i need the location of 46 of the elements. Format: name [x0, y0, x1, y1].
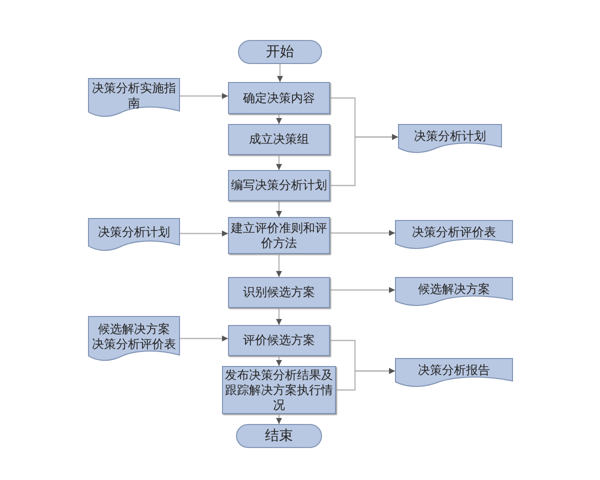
document-shape [395, 277, 513, 307]
arrow [180, 336, 228, 342]
box-label: 确定决策内容 [243, 90, 315, 106]
arrow [276, 114, 282, 124]
box-label: 决策分析评价表 [412, 225, 496, 240]
process-box [228, 277, 330, 308]
box-label: 编写决策分析计划 [231, 178, 327, 193]
arrow [330, 230, 395, 236]
box-label: 识别候选方案 [243, 285, 315, 300]
box-label: 决策分析评价表 [92, 336, 176, 352]
document-shape [88, 218, 180, 252]
arrow [180, 93, 228, 99]
box-label: 发布决策分析结果及跟踪解决方案执行情况 [224, 368, 334, 412]
arrow [276, 155, 282, 170]
arrow [276, 201, 282, 217]
box-label: 结束 [265, 428, 293, 444]
arrow [330, 134, 398, 186]
process-box [228, 325, 330, 356]
document-shape [395, 220, 513, 250]
document-shape [395, 358, 513, 388]
arrow [276, 308, 282, 325]
arrow [276, 414, 282, 424]
box-label: 开始 [266, 44, 294, 60]
process-box [228, 170, 330, 201]
document-shape [398, 124, 502, 154]
arrow [330, 287, 395, 293]
arrow [276, 356, 282, 366]
process-box [228, 124, 330, 155]
document-shape [88, 316, 180, 362]
box-label: 候选解决方案 [418, 282, 490, 297]
terminal-shape [238, 40, 322, 64]
box-label: 建立评价准则和评价方法 [230, 220, 328, 250]
box-label: 决策分析计划 [98, 225, 170, 240]
box-label: 决策分析报告 [418, 363, 490, 378]
document-shape [88, 78, 180, 118]
arrow [180, 230, 228, 236]
process-box [228, 82, 330, 114]
arrow [336, 368, 395, 391]
arrow [276, 254, 282, 277]
arrow [277, 64, 283, 82]
box-label: 决策分析实施指南 [91, 80, 177, 110]
box-label: 评价候选方案 [243, 333, 315, 348]
box-label: 成立决策组 [249, 132, 309, 147]
box-label: 候选解决方案 [98, 322, 170, 336]
box-label: 决策分析计划 [414, 129, 486, 144]
terminal-shape [236, 424, 322, 448]
